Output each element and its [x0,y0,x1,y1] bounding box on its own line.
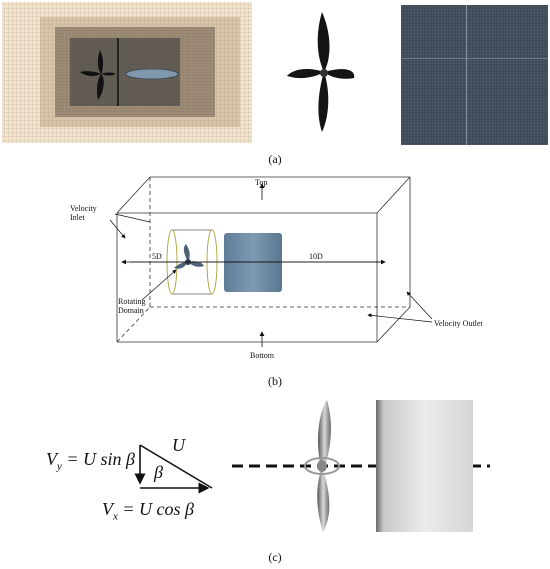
vx-symbol: V [102,499,113,519]
caption-a: (a) [268,152,282,166]
formula-vx: Vx = U cos β [102,499,194,523]
velocity-triangle-diagram [134,400,490,532]
vx-rhs: = U cos β [122,499,194,519]
panel-c: Vy = U sin β U β Vx = U cos β (c) [0,395,550,569]
vy-symbol: V [46,449,57,469]
rudder-3d [224,233,282,292]
propeller-mesh-image [287,12,355,132]
panel-a: (a) [0,0,550,175]
propeller-render [304,400,340,532]
label-rotating-domain: Rotating Domain [118,297,146,315]
propeller-3d [174,244,204,269]
caption-b: (b) [268,374,282,388]
rudder-silhouette [125,68,179,80]
formula-beta: β [154,462,163,482]
vy-rhs: = U sin β [66,449,136,469]
domain-box-diagram [109,176,433,347]
label-velocity-inlet: Velocity Inlet [70,204,97,222]
caption-c: (c) [268,550,282,564]
label-velocity-outlet: Velocity Outlet [434,319,483,328]
label-downstream-distance: 10D [309,252,323,261]
propeller-silhouette [80,50,116,100]
rudder-render [376,400,473,532]
label-upstream-distance: 5D [152,252,162,261]
label-bottom: Bottom [250,351,275,360]
vy-subscript: y [57,460,62,473]
formula-vy: Vy = U sin β [46,449,135,473]
panel-b: Top Velocity Inlet 5D 10D Rotating Domai… [0,170,550,395]
vx-subscript: x [113,510,118,523]
mesh-domain-image [2,2,548,145]
label-top: Top [255,178,268,187]
formula-u: U [172,435,185,455]
